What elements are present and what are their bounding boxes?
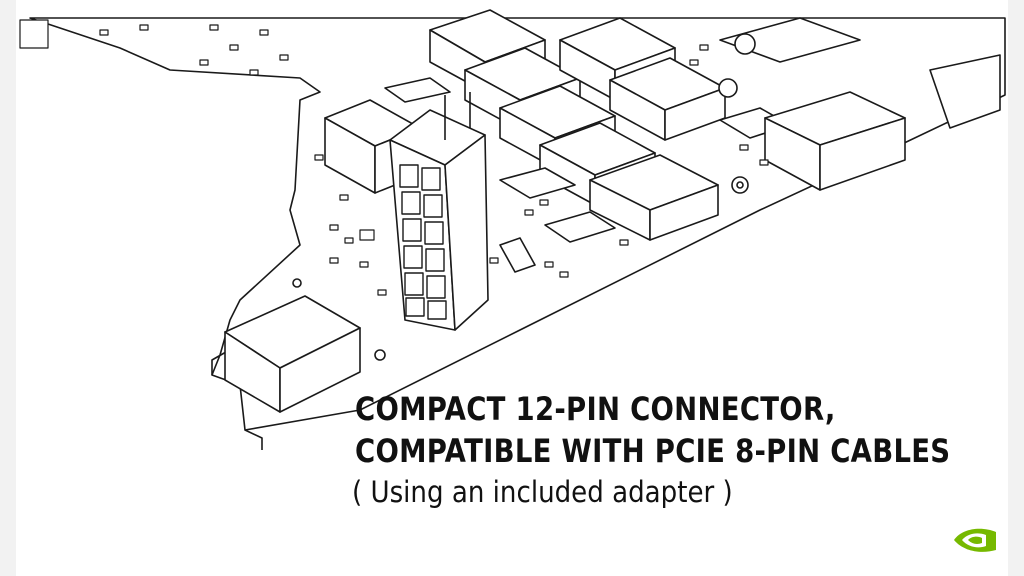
headline-line-2: COMPATIBLE WITH PCIE 8-PIN CABLES bbox=[355, 432, 951, 470]
headline-line-1: COMPACT 12-PIN CONNECTOR, bbox=[355, 390, 836, 428]
smd-components bbox=[19, 19, 769, 296]
subtext: ( Using an included adapter ) bbox=[352, 475, 733, 509]
choke-row bbox=[429, 9, 726, 241]
power-block-left bbox=[224, 295, 361, 413]
right-connector-block bbox=[719, 17, 1001, 191]
twelve-pin-connector bbox=[389, 92, 489, 331]
left-frame-bar bbox=[0, 0, 16, 576]
right-frame-bar bbox=[1008, 0, 1024, 576]
headline: COMPACT 12-PIN CONNECTOR, COMPATIBLE WIT… bbox=[355, 388, 950, 472]
nvidia-eye-logo-icon bbox=[954, 528, 996, 552]
